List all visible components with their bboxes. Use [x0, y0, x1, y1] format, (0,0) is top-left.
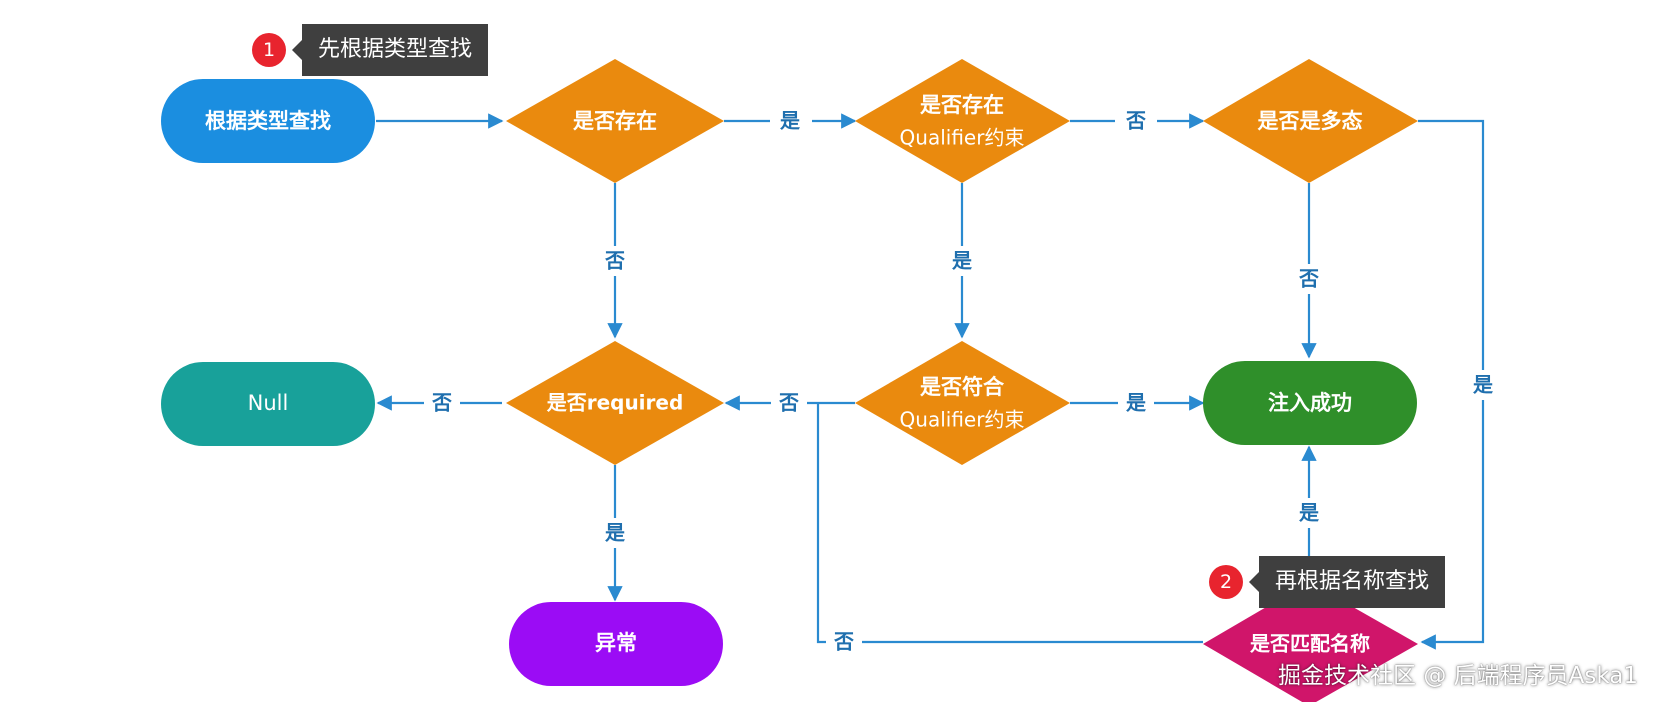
- node-match-qualifier-label-2: Qualifier约束: [900, 408, 1025, 432]
- label-match-name-yes: 是: [1298, 501, 1319, 525]
- label-required-no: 否: [431, 391, 452, 415]
- callout-badge-2: 2: [1209, 565, 1243, 599]
- node-has-qualifier-label-2: Qualifier约束: [900, 126, 1025, 150]
- node-exception-label: 异常: [595, 631, 637, 655]
- node-has-qualifier: [855, 59, 1070, 183]
- label-exists-no: 否: [604, 249, 625, 273]
- node-exception: [509, 602, 723, 686]
- node-null: [161, 362, 375, 446]
- label-match-qualifier-yes: 是: [1125, 391, 1146, 415]
- node-exists-label: 是否存在: [573, 109, 657, 133]
- nodes: 根据类型查找 是否存在 是否存在 Qualifier约束 是否是多态 Null …: [161, 59, 1418, 702]
- node-required-label: 是否required: [546, 391, 684, 415]
- node-start-label: 根据类型查找: [205, 109, 331, 133]
- label-polymorphic-no: 否: [1298, 267, 1319, 291]
- node-inject-success: [1203, 361, 1417, 445]
- node-match-qualifier: [855, 341, 1070, 465]
- node-null-label: Null: [248, 391, 289, 415]
- label-required-yes: 是: [604, 521, 625, 545]
- node-match-name: [1203, 582, 1418, 702]
- node-match-name-label: 是否匹配名称: [1249, 632, 1370, 656]
- callout-badge-1: 1: [252, 33, 286, 67]
- callout-box-1: 先根据类型查找: [291, 24, 489, 76]
- node-required: [506, 341, 724, 465]
- node-inject-success-label: 注入成功: [1268, 391, 1352, 415]
- label-match-name-no: 否: [833, 630, 854, 654]
- label-has-qualifier-yes: 是: [951, 249, 972, 273]
- node-match-qualifier-label-1: 是否符合: [920, 375, 1005, 399]
- label-match-qualifier-no: 否: [778, 391, 799, 415]
- label-has-qualifier-no: 否: [1125, 109, 1146, 133]
- node-has-qualifier-label-1: 是否存在: [920, 93, 1004, 117]
- node-exists: [506, 59, 724, 183]
- callout-box-2: 再根据名称查找: [1248, 556, 1446, 608]
- node-polymorphic: [1203, 59, 1418, 183]
- edge-labels: 是 否 否 是 否 是 否 是 否 是 是 否: [424, 106, 1501, 657]
- label-polymorphic-yes: 是: [1472, 373, 1493, 397]
- node-start: [161, 79, 375, 163]
- node-polymorphic-label: 是否是多态: [1258, 109, 1363, 133]
- label-exists-yes: 是: [779, 109, 800, 133]
- watermark: 掘金技术社区 @ 后端程序员Aska1: [1278, 663, 1638, 689]
- edge-match-name-no: [816, 403, 1203, 644]
